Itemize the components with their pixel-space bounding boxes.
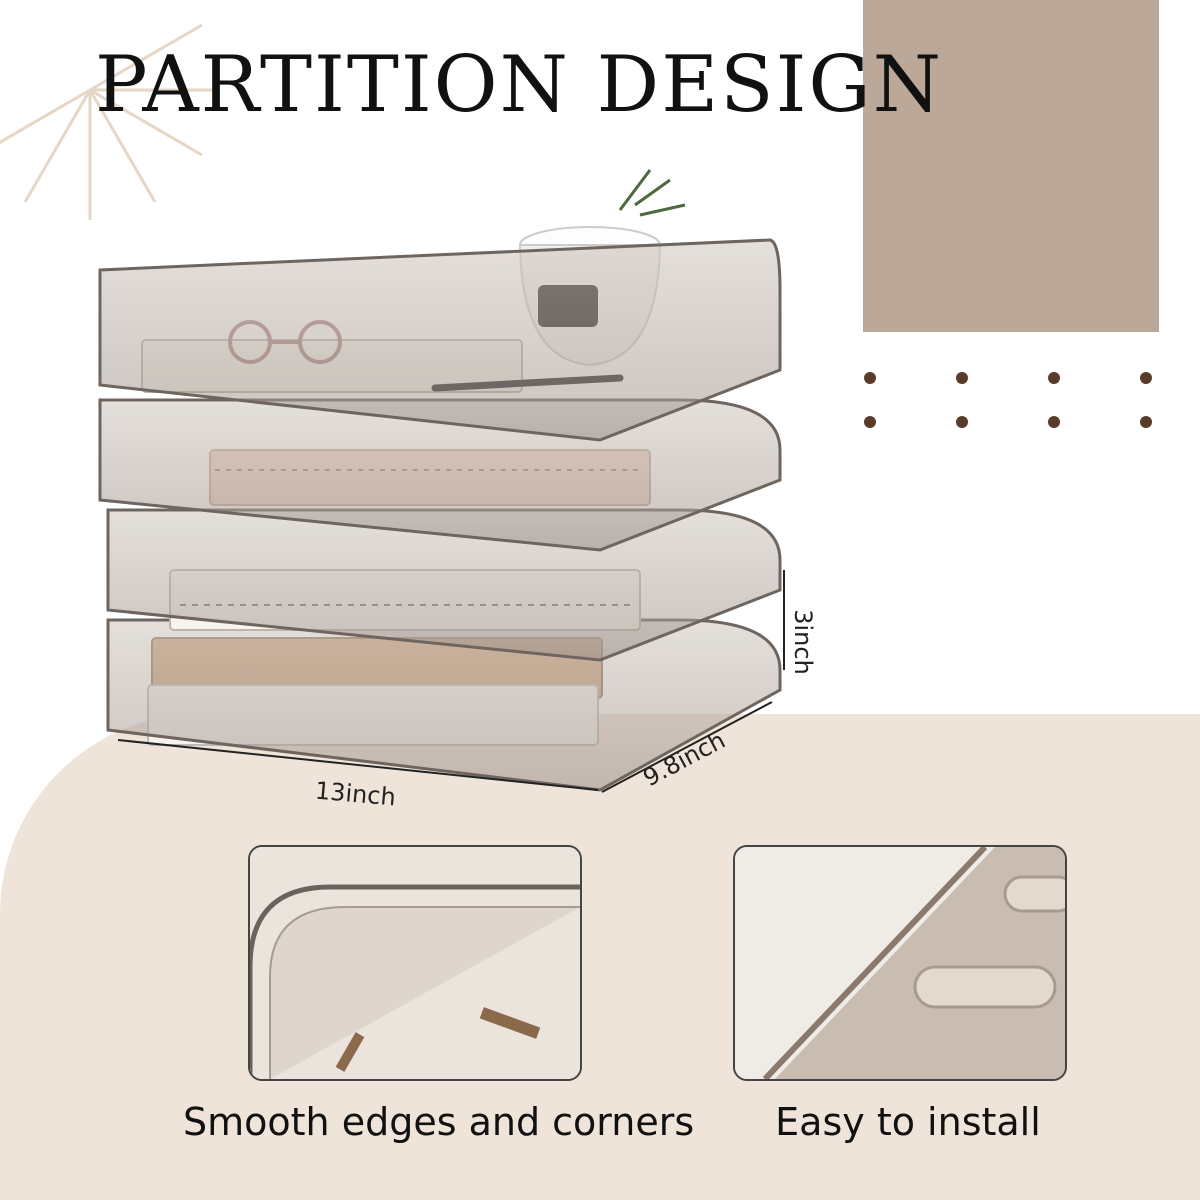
detail-card-smooth-edges: [248, 845, 582, 1081]
sunburst-decoration-icon: [0, 23, 220, 220]
stacked-letter-trays-image: [98, 169, 785, 793]
page-title: PARTITION DESIGN: [95, 40, 943, 130]
dot-grid-decoration: [864, 372, 1152, 428]
caption-smooth-edges: Smooth edges and corners: [183, 1100, 695, 1144]
accent-color-block: [863, 0, 1159, 332]
height-dimension-label: 3inch: [788, 609, 817, 675]
slot-rail-closeup-icon: [735, 847, 1065, 1079]
detail-card-easy-install: [733, 845, 1067, 1081]
caption-easy-install: Easy to install: [775, 1100, 1041, 1144]
rounded-corner-closeup-icon: [250, 847, 580, 1079]
